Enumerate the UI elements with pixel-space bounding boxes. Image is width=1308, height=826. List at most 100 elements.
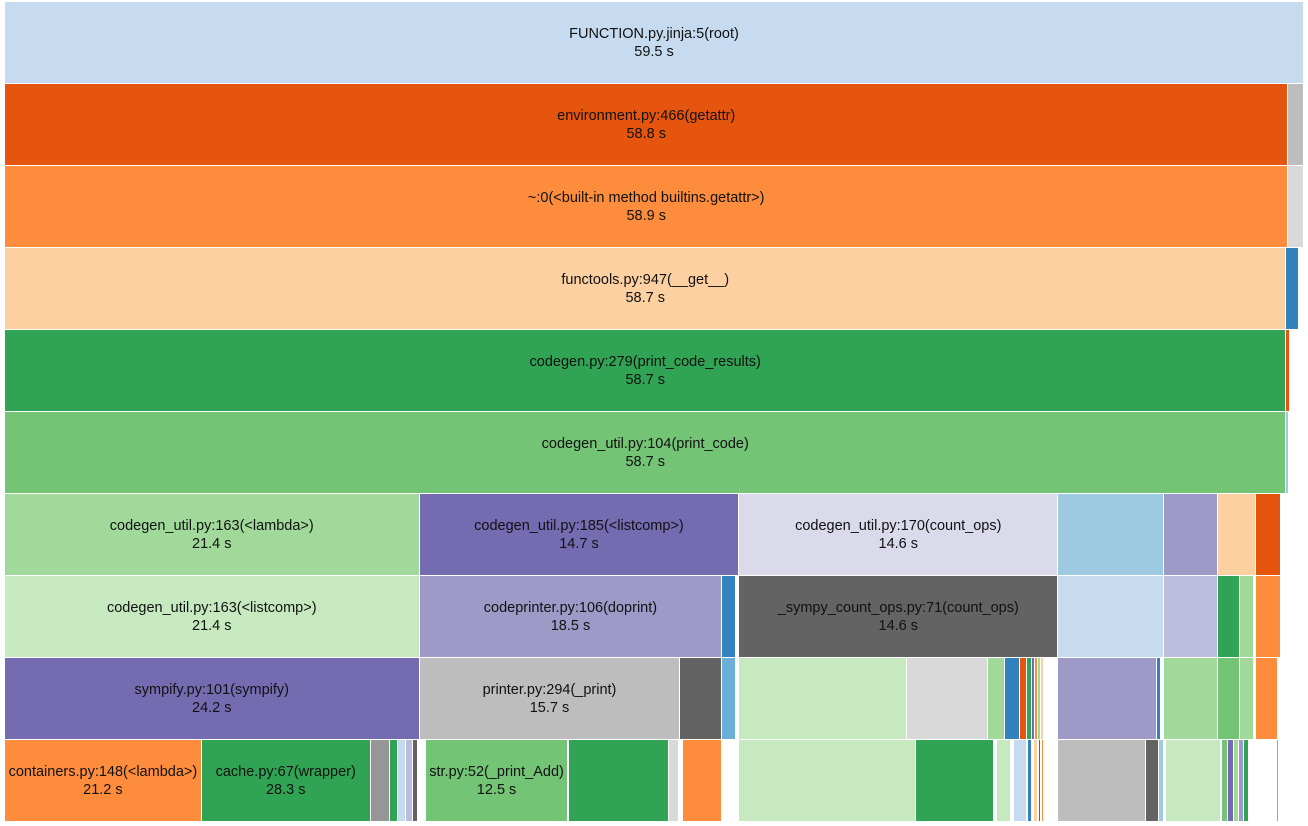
frame-block-unlabeled[interactable] xyxy=(722,576,737,658)
frame-duration: 21.2 s xyxy=(83,781,123,798)
frame-block-unlabeled[interactable] xyxy=(1222,740,1228,822)
frame-label: _sympy_count_ops.py:71(count_ops)14.6 s xyxy=(739,599,1057,635)
frame-block-unlabeled[interactable] xyxy=(1042,740,1045,822)
frame-block-unlabeled[interactable] xyxy=(1041,658,1045,740)
frame-block-unlabeled[interactable] xyxy=(1157,658,1162,740)
frame-block-unlabeled[interactable] xyxy=(988,658,1006,740)
frame-block[interactable]: codegen.py:279(print_code_results)58.7 s xyxy=(5,330,1287,412)
frame-duration: 15.7 s xyxy=(529,699,570,716)
frame-block-unlabeled[interactable] xyxy=(1256,576,1281,658)
frame-block[interactable]: containers.py:148(<lambda>)21.2 s xyxy=(5,740,202,822)
frame-block-unlabeled[interactable] xyxy=(1243,740,1250,822)
frame-duration: 59.5 s xyxy=(634,43,674,60)
frame-label: codegen_util.py:170(count_ops)14.6 s xyxy=(739,517,1057,553)
frame-block-unlabeled[interactable] xyxy=(389,740,398,822)
frame-duration: 24.2 s xyxy=(192,699,232,716)
frame-block[interactable]: FUNCTION.py.jinja:5(root)59.5 s xyxy=(5,2,1304,84)
frame-function-name: str.py:52(_print_Add) xyxy=(429,763,564,780)
frame-block-unlabeled[interactable] xyxy=(405,740,413,822)
frame-block-unlabeled[interactable] xyxy=(916,740,995,822)
frame-function-name: codegen.py:279(print_code_results) xyxy=(529,353,761,370)
frame-block[interactable]: codegen_util.py:170(count_ops)14.6 s xyxy=(739,494,1059,576)
frame-block-unlabeled[interactable] xyxy=(1228,740,1235,822)
frame-block[interactable]: sympify.py:101(sympify)24.2 s xyxy=(5,658,420,740)
frame-block[interactable]: codegen_util.py:104(print_code)58.7 s xyxy=(5,412,1287,494)
frame-block-unlabeled[interactable] xyxy=(1058,740,1147,822)
frame-block-unlabeled[interactable] xyxy=(1032,658,1036,740)
frame-block-unlabeled[interactable] xyxy=(680,658,723,740)
frame-block-unlabeled[interactable] xyxy=(1286,248,1299,330)
frame-block-unlabeled[interactable] xyxy=(1020,658,1028,740)
frame-duration: 14.7 s xyxy=(559,535,599,552)
frame-block-unlabeled[interactable] xyxy=(1240,658,1254,740)
frame-block-unlabeled[interactable] xyxy=(1027,658,1033,740)
frame-block-unlabeled[interactable] xyxy=(1256,494,1281,576)
frame-label: ~:0(<built-in method builtins.getattr>)5… xyxy=(5,189,1287,225)
frame-block-unlabeled[interactable] xyxy=(1164,494,1218,576)
frame-block-unlabeled[interactable] xyxy=(1039,740,1042,822)
frame-block[interactable]: str.py:52(_print_Add)12.5 s xyxy=(425,740,569,822)
frame-block[interactable]: _sympy_count_ops.py:71(count_ops)14.6 s xyxy=(739,576,1059,658)
frame-function-name: codegen_util.py:170(count_ops) xyxy=(795,517,1002,534)
frame-label: codegen_util.py:185(<listcomp>)14.7 s xyxy=(420,517,739,553)
frame-label: functools.py:947(__get__)58.7 s xyxy=(5,271,1285,307)
frame-block-unlabeled[interactable] xyxy=(997,740,1012,822)
frame-function-name: containers.py:148(<lambda>) xyxy=(8,763,198,780)
frame-block-unlabeled[interactable] xyxy=(1058,494,1165,576)
frame-function-name: _sympy_count_ops.py:71(count_ops) xyxy=(777,599,1019,616)
frame-block-unlabeled[interactable] xyxy=(1276,740,1280,822)
frame-duration: 14.6 s xyxy=(878,535,919,552)
frame-block-unlabeled[interactable] xyxy=(412,740,418,822)
frame-block-unlabeled[interactable] xyxy=(1014,740,1028,822)
frame-block-unlabeled[interactable] xyxy=(1058,658,1158,740)
frame-block-unlabeled[interactable] xyxy=(1035,658,1039,740)
frame-block-unlabeled[interactable] xyxy=(1240,576,1254,658)
frame-block-unlabeled[interactable] xyxy=(739,740,917,822)
frame-block-unlabeled[interactable] xyxy=(668,740,680,822)
frame-block-unlabeled[interactable] xyxy=(1164,658,1218,740)
frame-block[interactable]: ~:0(<built-in method builtins.getattr>)5… xyxy=(5,166,1289,248)
frame-block-unlabeled[interactable] xyxy=(1058,576,1165,658)
frame-block-unlabeled[interactable] xyxy=(568,740,669,822)
frame-block-unlabeled[interactable] xyxy=(1146,740,1160,822)
frame-function-name: cache.py:67(wrapper) xyxy=(215,763,356,780)
frame-block-unlabeled[interactable] xyxy=(1218,658,1241,740)
frame-block-unlabeled[interactable] xyxy=(1239,740,1244,822)
frame-block[interactable]: cache.py:67(wrapper)28.3 s xyxy=(201,740,371,822)
frame-block[interactable]: environment.py:466(getattr)58.8 s xyxy=(5,84,1289,166)
frame-block-unlabeled[interactable] xyxy=(683,740,723,822)
frame-block[interactable]: codegen_util.py:185(<listcomp>)14.7 s xyxy=(419,494,740,576)
frame-block-unlabeled[interactable] xyxy=(1288,166,1304,248)
frame-block[interactable]: printer.py:294(_print)15.7 s xyxy=(419,658,681,740)
frame-block-unlabeled[interactable] xyxy=(1164,576,1218,658)
frame-block-unlabeled[interactable] xyxy=(1286,412,1290,494)
frame-block-unlabeled[interactable] xyxy=(1218,494,1257,576)
frame-block[interactable]: functools.py:947(__get__)58.7 s xyxy=(5,248,1287,330)
frame-block[interactable]: codegen_util.py:163(<lambda>)21.4 s xyxy=(5,494,420,576)
frame-block-unlabeled[interactable] xyxy=(397,740,406,822)
frame-block[interactable]: codegen_util.py:163(<listcomp>)21.4 s xyxy=(5,576,420,658)
frame-block-unlabeled[interactable] xyxy=(1288,84,1304,166)
frame-block-unlabeled[interactable] xyxy=(739,658,908,740)
frame-function-name: codegen_util.py:185(<listcomp>) xyxy=(474,517,684,534)
frame-label: sympify.py:101(sympify)24.2 s xyxy=(5,681,419,717)
frame-block-unlabeled[interactable] xyxy=(370,740,390,822)
frame-block-unlabeled[interactable] xyxy=(1034,740,1039,822)
frame-block-unlabeled[interactable] xyxy=(1256,658,1278,740)
frame-block[interactable]: codeprinter.py:106(doprint)18.5 s xyxy=(419,576,723,658)
frame-duration: 58.7 s xyxy=(625,371,665,388)
frame-block-unlabeled[interactable] xyxy=(1234,740,1240,822)
frame-block-unlabeled[interactable] xyxy=(1005,658,1021,740)
frame-block-unlabeled[interactable] xyxy=(1218,576,1241,658)
frame-block-unlabeled[interactable] xyxy=(907,658,989,740)
frame-block-unlabeled[interactable] xyxy=(1159,740,1165,822)
frame-label: codegen_util.py:163(<lambda>)21.4 s xyxy=(5,517,419,553)
frame-label: containers.py:148(<lambda>)21.2 s xyxy=(5,763,201,799)
frame-function-name: environment.py:466(getattr) xyxy=(557,107,736,124)
frame-block-unlabeled[interactable] xyxy=(722,658,737,740)
frame-block-unlabeled[interactable] xyxy=(1166,740,1222,822)
frame-block-unlabeled[interactable] xyxy=(1028,740,1033,822)
frame-label: codeprinter.py:106(doprint)18.5 s xyxy=(420,599,722,635)
frame-block-unlabeled[interactable] xyxy=(1286,330,1291,412)
frame-block-unlabeled[interactable] xyxy=(1038,658,1042,740)
